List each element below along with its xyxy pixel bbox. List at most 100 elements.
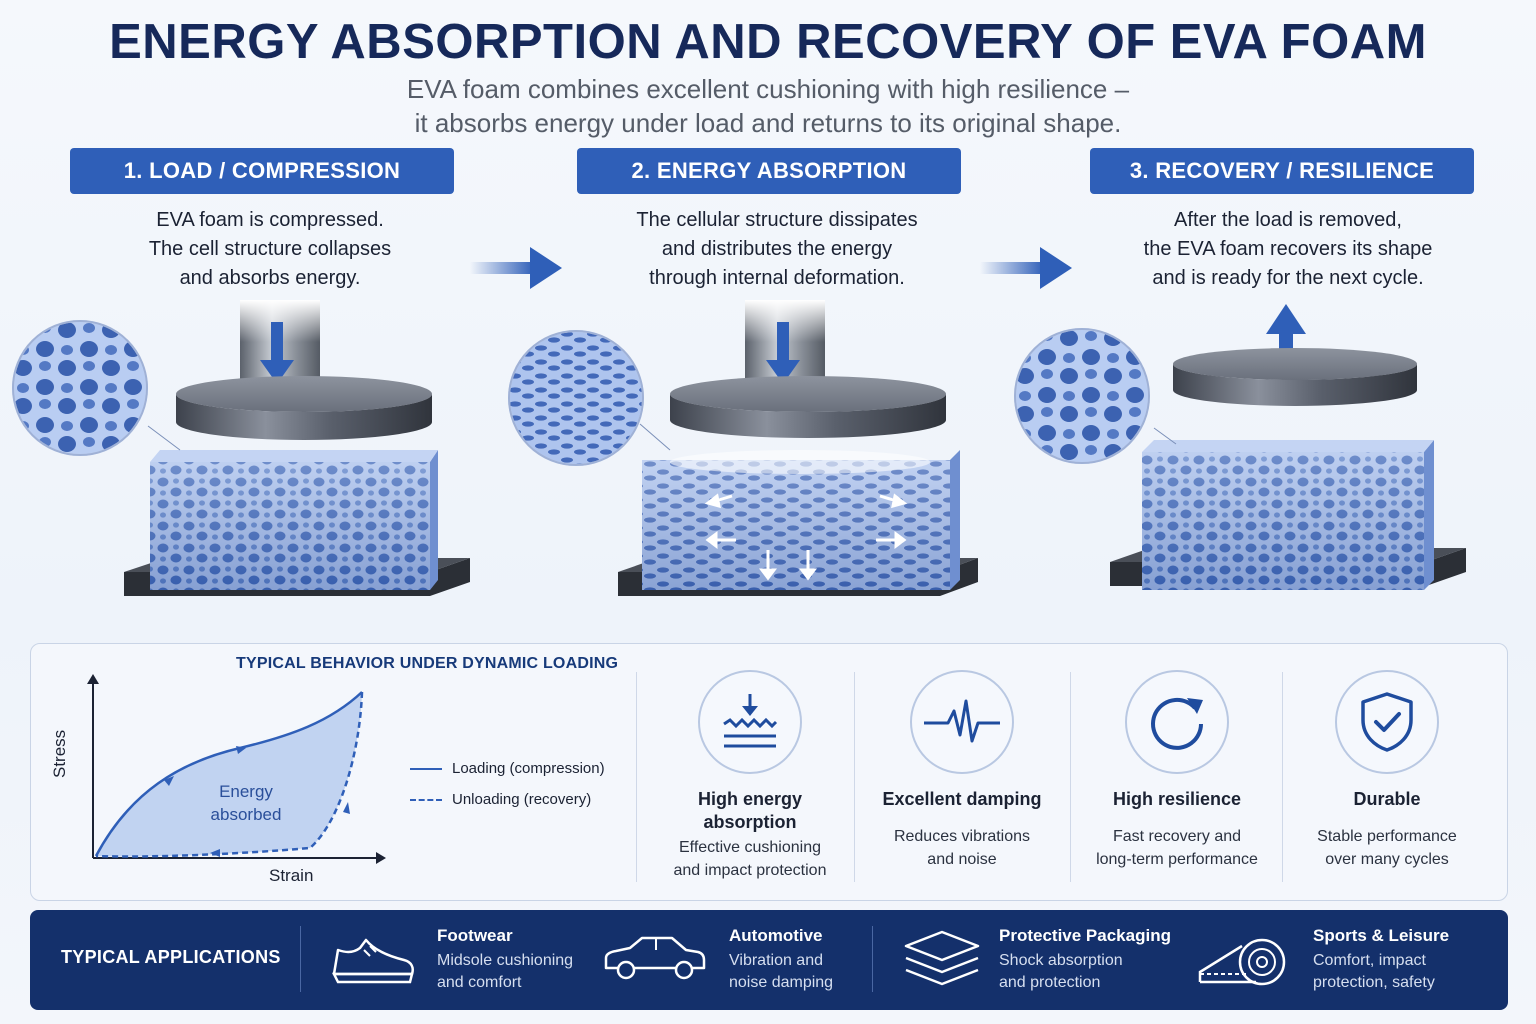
description-line: and absorbs energy. [179,267,361,289]
flow-arrow-icon [470,247,562,289]
feature-title-line: Excellent damping [882,789,1042,809]
application-name: Automotive [729,926,823,945]
feature-description-line: long-term performance [1096,851,1258,868]
feature-description: Effective cushioning and impact protecti… [645,836,855,882]
application-description-line: protection, safety [1313,974,1435,991]
stage-label-load: 1. LOAD / COMPRESSION [70,148,454,194]
feature-title-line: Durable [1353,789,1421,809]
description-line: After the load is removed, [1174,209,1402,231]
divider [300,926,301,992]
feature-description-line: Effective cushioning [678,839,821,856]
page-subtitle: EVA foam combines excellent cushioning w… [0,72,1536,140]
foam-roll-icon [1198,938,1286,986]
application-description: Vibration and noise damping [729,950,833,994]
down-arrow-icon [271,322,283,364]
feature-title: Excellent damping [857,788,1067,811]
legend-unloading: Unloading (recovery) [410,791,591,808]
divider [872,926,873,992]
feature-description-line: and noise [927,851,997,868]
car-icon [604,936,706,980]
feature-durable: Durable Stable performance over many cyc… [1282,670,1492,871]
energy-absorbed-area [96,692,362,857]
application-description: Midsole cushioning and comfort [437,950,573,994]
feature-description: Fast recovery and long-term performance [1072,825,1282,871]
page-title: ENERGY ABSORPTION AND RECOVERY OF EVA FO… [109,15,1427,69]
application-description-line: Comfort, impact [1313,952,1426,969]
feature-description: Reduces vibrations and noise [857,825,1067,871]
description-line: The cellular structure dissipates [636,209,918,231]
application-description-line: Shock absorption [999,952,1123,969]
shoe-icon [331,938,414,984]
application-description-line: and comfort [437,974,522,991]
application-description-line: and protection [999,974,1101,991]
legend-label: Unloading (recovery) [452,791,592,808]
legend-dashed-line [410,798,442,801]
feature-energy-absorption: High energy absorption Effective cushion… [645,670,855,882]
applications-bar [30,910,1508,1010]
unloading-curve [95,691,364,858]
x-axis-label: Strain [269,866,314,885]
application-description: Comfort, impact protection, safety [1313,950,1435,994]
application-description-line: Vibration and [729,952,823,969]
feature-damping: Excellent damping Reduces vibrations and… [857,670,1067,871]
compression-wave-icon [698,670,802,774]
description-line: the EVA foam recovers its shape [1143,238,1433,260]
application-description-line: Midsole cushioning [437,952,574,969]
compression-illustration [12,300,470,596]
stage-description-load: EVA foam is compressed. The cell structu… [60,206,480,293]
stage-label-recovery: 3. RECOVERY / RESILIENCE [1090,148,1474,194]
shield-check-icon [1335,670,1439,774]
feature-description-line: and impact protection [673,862,827,879]
area-label-line: absorbed [210,805,282,824]
application-description: Shock absorption and protection [999,950,1123,994]
stage-description-absorption: The cellular structure dissipates and di… [567,206,987,293]
feature-description: Stable performance over many cycles [1282,825,1492,871]
description-line: through internal deformation. [649,267,905,289]
application-name: Sports & Leisure [1313,926,1450,945]
application-name: Footwear [437,926,513,945]
flow-arrow-icon [980,247,1072,289]
description-line: and distributes the energy [661,238,893,260]
divider [1282,672,1283,882]
area-label-line: Energy [219,782,273,801]
legend-solid-line [410,767,442,770]
hysteresis-chart [87,674,386,864]
circular-arrow-icon [1125,670,1229,774]
feature-title: High energy absorption [645,788,855,834]
feature-title-line: absorption [703,812,797,832]
legend-loading: Loading (compression) [410,760,605,777]
application-description-line: noise damping [729,974,834,991]
feature-description-line: Fast recovery and [1112,828,1242,845]
energy-dissipation-arrows [704,493,908,581]
down-arrow-icon [777,322,789,364]
subtitle-line: EVA foam combines excellent cushioning w… [406,74,1130,104]
description-line: and is ready for the next cycle. [1152,267,1424,289]
feature-title: Durable [1282,788,1492,811]
magnified-cell-view [1014,328,1150,464]
energy-absorbed-label: Energy absorbed [186,780,306,826]
feature-description-line: Stable performance [1317,828,1457,845]
divider [636,672,637,882]
legend-label: Loading (compression) [452,760,605,777]
stage-description-recovery: After the load is removed, the EVA foam … [1078,206,1498,293]
chart-title: TYPICAL BEHAVIOR UNDER DYNAMIC LOADING [236,655,619,672]
magnified-cell-view [12,320,148,456]
divider [1070,672,1071,882]
feature-title-line: High resilience [1112,789,1242,809]
stage-label-absorption: 2. ENERGY ABSORPTION [577,148,961,194]
magnified-cell-view [508,330,644,466]
feature-resilience: High resilience Fast recovery and long-t… [1072,670,1282,871]
application-name: Protective Packaging [999,926,1171,945]
recovery-illustration [1014,304,1466,590]
feature-description-line: Reduces vibrations [893,828,1031,845]
feature-description-line: over many cycles [1325,851,1449,868]
y-axis-label: Stress [50,729,69,778]
heartbeat-wave-icon [910,670,1014,774]
applications-title: TYPICAL APPLICATIONS [61,947,281,967]
description-line: The cell structure collapses [148,238,392,260]
divider [854,672,855,882]
layers-icon [904,930,980,986]
energy-absorption-illustration [508,300,978,596]
subtitle-line: it absorbs energy under load and returns… [414,108,1122,138]
feature-title: High resilience [1072,788,1282,811]
